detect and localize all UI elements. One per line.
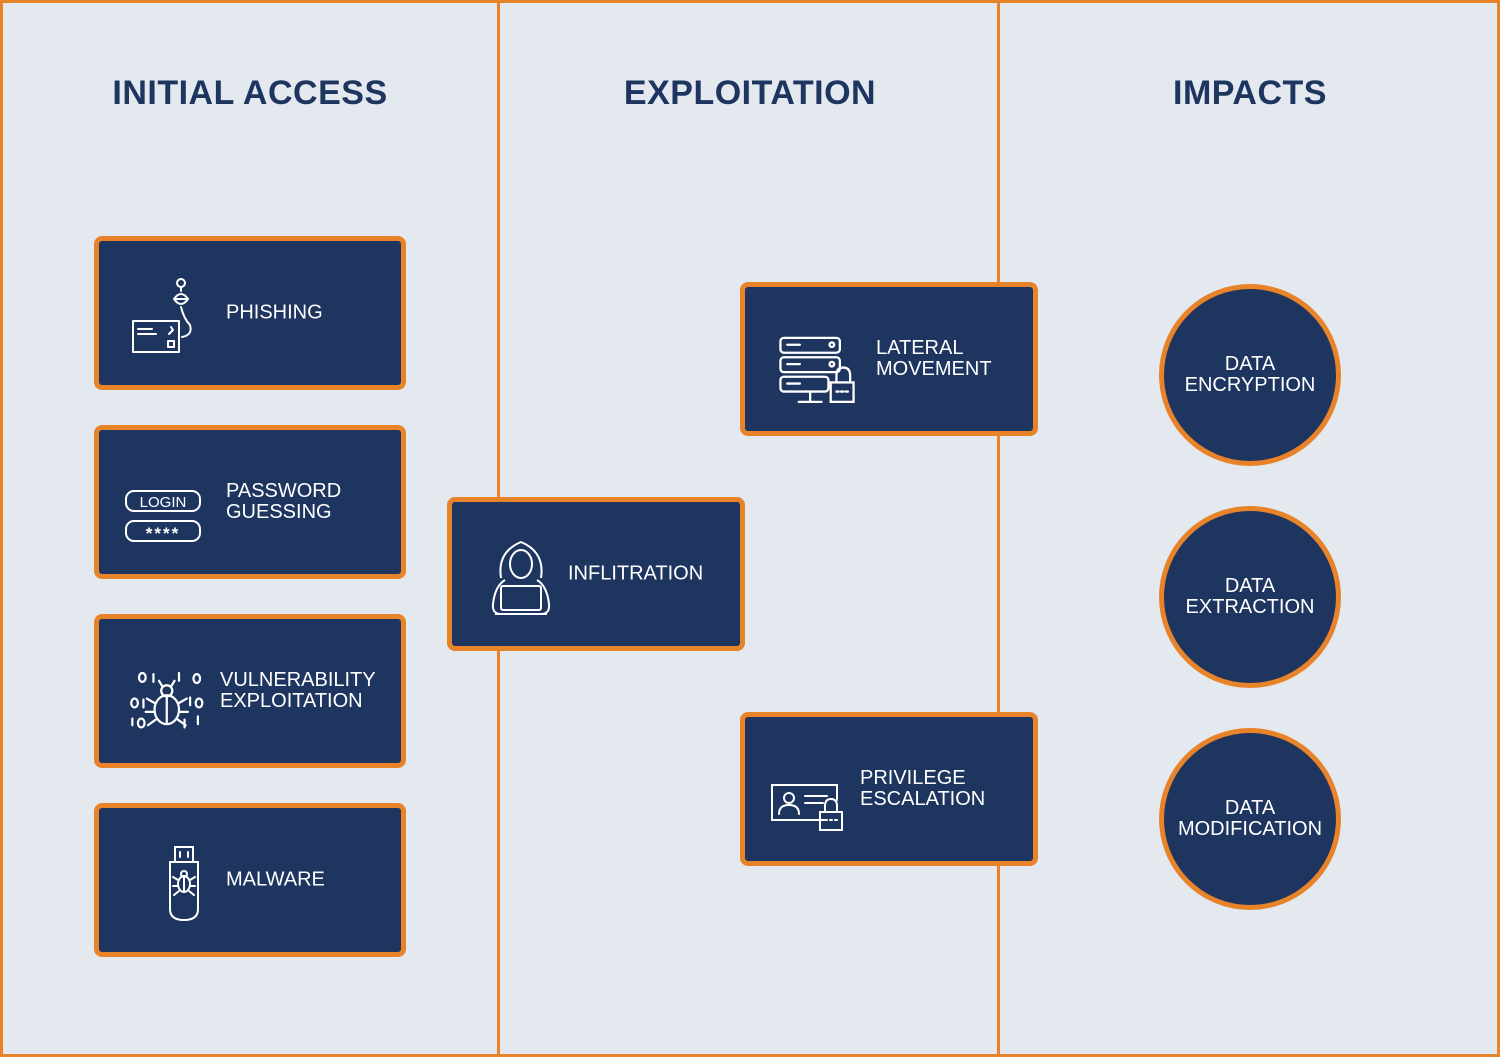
login-icon-text: LOGIN: [140, 494, 187, 511]
column-divider-2: [997, 0, 1000, 1057]
id-card-lock-icon: [771, 784, 843, 831]
data-encryption-label: DATA ENCRYPTION: [1184, 353, 1316, 396]
phishing-hook-icon: [132, 278, 192, 353]
data-extraction-circle: DATA EXTRACTION: [1159, 506, 1341, 688]
column-title-exploitation: EXPLOITATION: [623, 74, 877, 112]
infiltration-card: INFLITRATION: [447, 497, 745, 651]
column-title-initial-access: INITIAL ACCESS: [112, 74, 388, 112]
password-guessing-card: LOGIN **** PASSWORD GUESSING: [94, 425, 406, 579]
column-title-impacts: IMPACTS: [1173, 74, 1327, 112]
malware-label: MALWARE: [226, 868, 325, 891]
vulnerability-label: VULNERABILITY EXPLOITATION: [220, 669, 376, 712]
login-form-icon: LOGIN ****: [125, 490, 201, 543]
lateral-movement-card: LATERAL MOVEMENT: [740, 282, 1038, 436]
password-mask-text: ****: [146, 524, 180, 543]
lateral-movement-label: LATERAL MOVEMENT: [876, 337, 992, 380]
malware-card: MALWARE: [94, 803, 406, 957]
infiltration-label: INFLITRATION: [568, 562, 704, 585]
data-extraction-label: DATA EXTRACTION: [1185, 575, 1315, 618]
data-encryption-circle: DATA ENCRYPTION: [1159, 284, 1341, 466]
infected-usb-icon: [169, 846, 199, 922]
hacker-laptop-icon: [491, 541, 551, 615]
data-modification-label: DATA MODIFICATION: [1177, 797, 1323, 840]
bug-binary-icon: [130, 671, 204, 729]
phishing-label: PHISHING: [226, 301, 323, 324]
password-guessing-label: PASSWORD GUESSING: [226, 480, 342, 523]
vulnerability-card: VULNERABILITY EXPLOITATION: [94, 614, 406, 768]
data-modification-circle: DATA MODIFICATION: [1159, 728, 1341, 910]
phishing-card: PHISHING: [94, 236, 406, 390]
privilege-escalation-card: PRIVILEGE ESCALATION: [740, 712, 1038, 866]
privilege-escalation-label: PRIVILEGE ESCALATION: [860, 767, 986, 810]
server-lock-icon: [779, 336, 855, 404]
